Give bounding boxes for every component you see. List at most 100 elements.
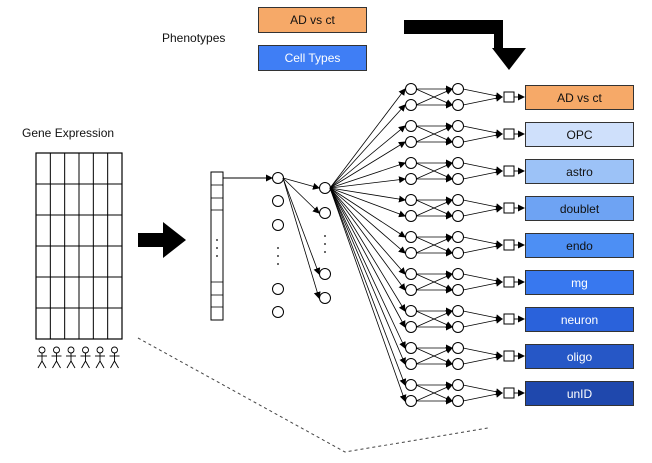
output-label-doublet: doublet (525, 196, 634, 221)
task-to-output-edge (462, 162, 503, 174)
task-node (452, 99, 464, 111)
task-node (452, 210, 464, 222)
task-node (452, 342, 464, 354)
person-icon (80, 346, 91, 369)
task-node (405, 120, 417, 132)
shared-to-task-edge (329, 187, 406, 312)
shared-to-task-edge (329, 187, 406, 291)
shared-to-task-edge (329, 187, 406, 203)
dashed-zoom-line (137, 337, 489, 453)
shared-to-task-edge (329, 141, 406, 189)
task-to-output-edge (462, 316, 503, 328)
output-node (503, 387, 515, 399)
output-node (503, 239, 515, 251)
task-to-output-edge (462, 242, 503, 254)
person-icon (37, 346, 47, 369)
phenotype-box-ad-vs-ct: AD vs ct (258, 7, 367, 33)
task-node (452, 379, 464, 391)
output-node (503, 91, 515, 103)
task-node (405, 342, 417, 354)
task-node (405, 173, 417, 185)
task-node (405, 395, 417, 407)
shared-to-task-edge (329, 125, 406, 189)
output-label-opc: OPC (525, 122, 634, 147)
hidden-node-layer1 (272, 195, 284, 207)
ellipsis-dot (277, 247, 279, 249)
task-node (452, 305, 464, 317)
input-vector (210, 171, 224, 321)
person-icon (66, 346, 76, 369)
output-label-mg: mg (525, 270, 634, 295)
shared-to-task-edge (329, 187, 406, 349)
bent-arrow-down-icon (404, 20, 526, 70)
task-to-output-edge (462, 168, 503, 180)
ellipsis-dot (216, 255, 218, 257)
shared-to-task-edge (329, 187, 407, 402)
task-edge (415, 273, 453, 291)
output-node (503, 128, 515, 140)
task-to-output-edge (462, 384, 503, 396)
phenotype-box-cell-types: Cell Types (258, 45, 367, 71)
hidden-node-layer2 (319, 268, 331, 280)
task-node (452, 358, 464, 370)
arrow-right-icon (138, 222, 186, 258)
task-to-output-edge (462, 347, 503, 359)
hidden1-to-hidden2-edge (282, 177, 321, 275)
task-node (452, 395, 464, 407)
task-to-output-edge (462, 353, 503, 365)
hidden1-to-hidden2-edge (282, 177, 321, 299)
task-edge (415, 310, 453, 328)
shared-to-task-edge (329, 176, 406, 189)
task-node (452, 83, 464, 95)
task-node (405, 268, 417, 280)
hidden-node-layer1 (272, 172, 284, 184)
task-node (452, 231, 464, 243)
task-node (405, 284, 417, 296)
output-label-unid: unID (525, 381, 634, 406)
hidden-node-layer1 (272, 283, 284, 295)
task-node (452, 268, 464, 280)
ellipsis-dot (216, 239, 218, 241)
hidden-node-layer1 (272, 306, 284, 318)
task-node (405, 358, 417, 370)
task-to-output-edge (462, 94, 503, 106)
task-node (405, 136, 417, 148)
task-to-output-edge (462, 125, 503, 137)
shared-to-task-edge (329, 187, 407, 386)
ellipsis-dot (277, 263, 279, 265)
person-icon (109, 346, 120, 369)
output-label-astro: astro (525, 159, 634, 184)
task-node (405, 99, 417, 111)
task-edge (415, 384, 453, 402)
phenotypes-label: Phenotypes (162, 31, 226, 45)
task-to-output-edge (462, 88, 503, 100)
task-node (452, 136, 464, 148)
hidden1-to-hidden2-edge (282, 177, 320, 190)
shared-to-task-edge (329, 187, 406, 365)
task-to-output-edge (462, 236, 503, 248)
task-to-output-edge (462, 273, 503, 285)
ellipsis-dot (324, 243, 326, 245)
ellipsis-dot (324, 251, 326, 253)
output-label-endo: endo (525, 233, 634, 258)
shared-to-task-edge (329, 187, 406, 254)
task-node (405, 305, 417, 317)
gene-expression-label: Gene Expression (22, 126, 115, 140)
task-edge (415, 199, 453, 217)
task-node (452, 321, 464, 333)
task-edge (415, 236, 453, 254)
task-node (452, 194, 464, 206)
task-to-output-edge (462, 390, 503, 402)
task-edge (415, 347, 453, 365)
task-node (405, 379, 417, 391)
output-node (503, 165, 515, 177)
task-node (452, 284, 464, 296)
hidden1-to-hidden2-edge (282, 177, 320, 214)
person-icon (95, 346, 105, 369)
ellipsis-dot (216, 247, 218, 249)
person-icon (51, 346, 62, 369)
hidden-node-layer2 (319, 207, 331, 219)
output-label-neuron: neuron (525, 307, 634, 332)
output-label-ad-vs-ct: AD vs ct (525, 85, 634, 110)
